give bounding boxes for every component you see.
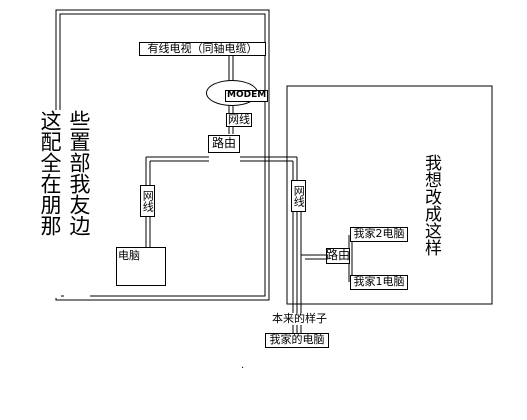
cable-label-a: 网线 [226, 112, 252, 127]
my-pc: 我家的电脑 [265, 333, 329, 348]
cable-label-c: 网线 [291, 180, 306, 212]
cable-tv-label: 有线电视（同轴电缆） [139, 42, 266, 56]
router-top: 路由 [208, 135, 240, 153]
original-caption: 本来的样子 [272, 312, 327, 326]
my-pc-2: 我家2电脑 [350, 227, 408, 242]
stray-dot: . [241, 360, 245, 371]
pc-friend-label: 电脑 [118, 249, 140, 262]
side-text-col1: 这配全在朋那 [35, 110, 62, 298]
planned-layout-text: 我想改成这样 [421, 154, 441, 256]
side-text-col2: 些置部我友边 [64, 110, 91, 298]
modem-label: MODEM [225, 90, 269, 102]
cable-label-b: 网线 [140, 185, 155, 217]
pc-friend: 电脑 [116, 247, 166, 286]
router-new: 路由 [326, 248, 351, 264]
my-pc-1: 我家1电脑 [350, 275, 408, 290]
planned-layout-frame [286, 85, 493, 305]
